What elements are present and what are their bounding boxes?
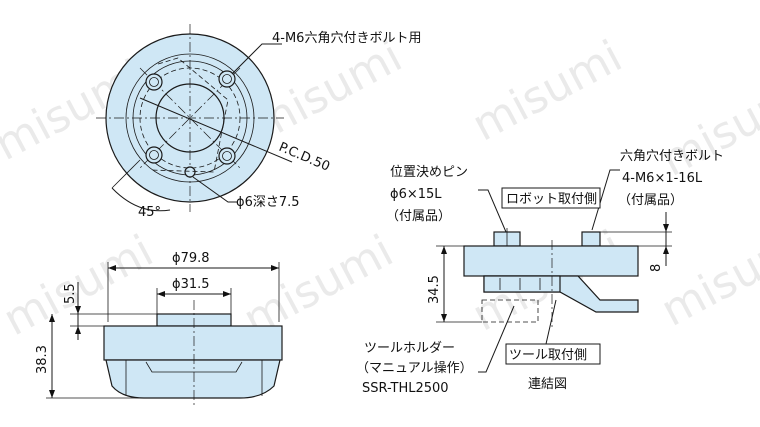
tool-holder-inner [483, 275, 561, 293]
angle-label: 45° [138, 205, 161, 220]
bolt-label-line2: 4-M6×1-16L [622, 171, 703, 186]
arrow [157, 291, 165, 297]
robot-side-box [501, 187, 601, 209]
pin-hole [184, 166, 196, 178]
arrow [663, 224, 669, 232]
leader-line [478, 305, 515, 373]
bolt-hole [218, 147, 236, 165]
pin-label-line1: 位置決めピン [390, 165, 468, 180]
connection-caption: 連結図 [528, 377, 567, 392]
dim-38-3-label: 38.3 [35, 345, 50, 374]
bolt-hole [145, 73, 163, 91]
arrow [49, 390, 55, 398]
pin-label-line2: ϕ6×15L [390, 187, 442, 202]
hidden-line [149, 57, 229, 173]
pin-hole-label: ϕ6深さ7.5 [236, 195, 300, 210]
side-view-body [105, 359, 281, 399]
arrow [223, 291, 231, 297]
holder-label-line2: （マニュアル操作） [356, 360, 473, 376]
inner-dia-label: ϕ31.5 [172, 277, 210, 292]
arrow [75, 306, 81, 314]
arrow [441, 314, 447, 322]
pin-label-line3: （付属品） [386, 209, 451, 224]
watermark-text: misumi [653, 66, 760, 187]
angle-ref-line [111, 159, 141, 189]
dim-34-5-label: 34.5 [427, 275, 442, 304]
watermark-text: misumi [653, 216, 760, 337]
bolt-head [581, 231, 601, 247]
bolt-holes-label: 4-M6六角穴付きボルト用 [272, 31, 421, 46]
top-view: 4-M6六角穴付きボルト用 P.C.D.50 45° ϕ6深さ7.5 [96, 24, 421, 220]
watermark-layer: misumi misumi misumi misumi misumi misum… [0, 31, 760, 346]
robot-side-label: ロボット取付側 [506, 192, 597, 207]
watermark-text: misumi [464, 31, 630, 152]
pcd-label: P.C.D.50 [276, 140, 331, 175]
leader-line [231, 43, 282, 75]
leader-line [478, 189, 507, 233]
holder-label-line3: SSR-THL2500 [362, 381, 449, 396]
dim-5-5-label: 5.5 [63, 283, 78, 304]
leader-line [545, 299, 557, 345]
angle-arc [111, 187, 171, 212]
bolt-label-line1: 六角穴付きボルト [620, 149, 724, 164]
arrow [49, 314, 55, 322]
side-view-flange [103, 325, 283, 361]
arrow [75, 326, 81, 334]
arrow [271, 265, 279, 271]
side-view: ϕ79.8 ϕ31.5 5.5 38.3 [35, 251, 283, 408]
tool-side-box [505, 343, 601, 365]
connection-view: 位置決めピン ϕ6×15L （付属品） 六角穴付きボルト 4-M6×1-16L … [356, 149, 724, 396]
bolt-hole [218, 70, 236, 88]
arrow [108, 265, 116, 271]
outer-dia-label: ϕ79.8 [172, 251, 210, 266]
hidden-tool-outline [481, 299, 539, 323]
holder-label-line1: ツールホルダー [364, 341, 455, 356]
robot-adapter-plate [463, 245, 639, 277]
leader-line [591, 169, 620, 231]
leader-line [192, 176, 238, 203]
pcd-leader [139, 97, 293, 163]
bolt-hole [145, 146, 163, 164]
dim-8-label: 8 [649, 264, 664, 272]
arrow [441, 246, 447, 254]
arrow [663, 246, 669, 254]
bolt-label-line3: （付属品） [618, 193, 683, 208]
tool-side-label: ツール取付側 [509, 348, 587, 363]
